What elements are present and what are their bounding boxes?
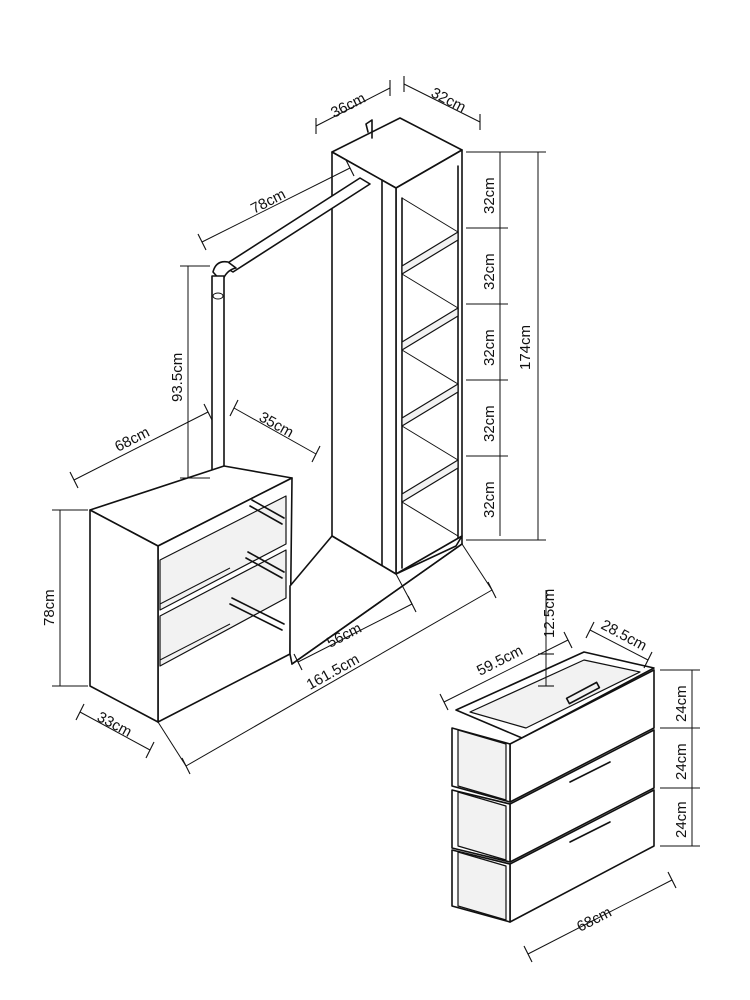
front-height-label-2: 24cm (673, 743, 690, 780)
front-height-label-3: 24cm (673, 801, 690, 838)
rail-height-label: 93.5cm (169, 353, 186, 402)
shelf-label-5: 32cm (481, 481, 498, 518)
shelf-boards (401, 197, 459, 537)
shelf-unit-side (331, 151, 397, 575)
shelf-label-4: 32cm (481, 405, 498, 442)
base-plate (289, 535, 463, 665)
drawer-depth-label: 12.5cm (541, 589, 558, 638)
dresser (89, 465, 293, 723)
depth-label-36: 36cm (328, 90, 368, 122)
shelf-label-1: 32cm (481, 177, 498, 214)
dimension-lines (52, 76, 546, 775)
tall-shelf-unit (331, 117, 463, 575)
drawer-handle (569, 761, 611, 783)
drawer-detail (439, 590, 700, 963)
dresser-side (89, 509, 159, 723)
width-label-32: 32cm (428, 84, 468, 116)
drawer-total-width-label: 68cm (574, 904, 614, 936)
dresser-top-depth-label: 35cm (256, 409, 296, 442)
drawer-handle (569, 821, 611, 843)
drawer-width-label: 28.5cm (598, 617, 649, 655)
rail-length-label: 78cm (248, 186, 288, 218)
drawer-runner (229, 597, 285, 631)
hanging-rail (211, 177, 371, 483)
height-label-174: 174cm (517, 325, 534, 370)
drawer-runner (245, 551, 285, 579)
shelf-label-2: 32cm (481, 253, 498, 290)
dresser-side-depth-label: 33cm (94, 709, 134, 741)
dresser-height-label: 78cm (41, 589, 58, 626)
drawer-runner (249, 499, 285, 525)
shelf-unit-front (395, 149, 463, 575)
hook-icon (365, 119, 373, 139)
total-width-label: 161.5cm (304, 651, 363, 694)
front-height-label-1: 24cm (673, 685, 690, 722)
shelf-label-3: 32cm (481, 329, 498, 366)
